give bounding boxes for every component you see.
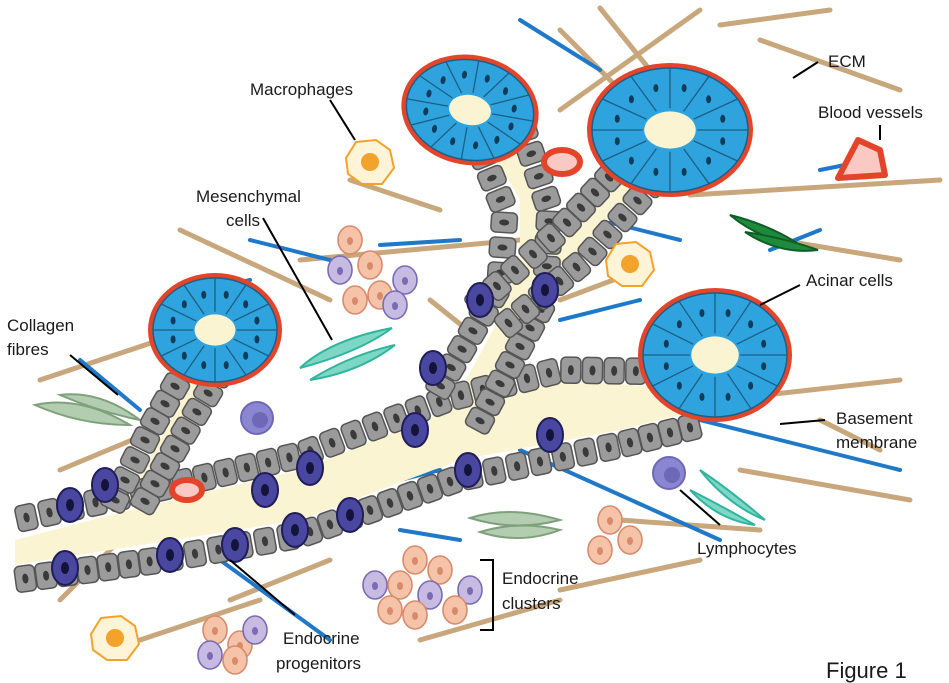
progenitor-cell — [402, 413, 428, 447]
label-endocrine-progenitors-line1: Endocrine — [283, 629, 360, 648]
progenitor-cell — [455, 453, 481, 487]
endocrine-cell — [403, 601, 427, 629]
label-lymphocytes: Lymphocytes — [697, 539, 797, 558]
endocrine-cell — [338, 226, 362, 254]
acinus — [148, 273, 282, 387]
duct-cell — [596, 433, 621, 463]
blood-vessel — [838, 140, 885, 178]
duct-cell — [76, 556, 99, 584]
endocrine-cell — [383, 291, 407, 319]
figure-label: Figure 1 — [826, 658, 907, 683]
progenitor-cell — [537, 418, 563, 452]
endocrine-cell — [343, 286, 367, 314]
label-mesenchymal-line2: cells — [226, 211, 260, 230]
endocrine-cell — [243, 616, 267, 644]
progenitor-cell — [92, 468, 118, 502]
label-basement-line2: membrane — [836, 433, 917, 452]
endocrine-cell — [403, 546, 427, 574]
endocrine-cell — [428, 556, 452, 584]
progenitor-cell — [297, 451, 323, 485]
progenitor-cell — [337, 498, 363, 532]
lymphocyte — [653, 457, 685, 489]
endocrine-cell — [358, 251, 382, 279]
progenitor-cell — [532, 273, 558, 307]
label-acinar-cells: Acinar cells — [806, 271, 893, 290]
progenitor-cell — [282, 513, 308, 547]
duct-cell — [582, 357, 602, 383]
fibroblast-cell — [470, 512, 560, 526]
label-endocrine-clusters-line1: Endocrine — [502, 569, 579, 588]
acinus — [638, 288, 792, 422]
duct-cell — [573, 437, 598, 467]
endocrine-cell — [393, 266, 417, 294]
endocrine-cell — [363, 571, 387, 599]
endocrine-cell — [598, 506, 622, 534]
duct-cell — [213, 458, 238, 488]
lymphocyte — [241, 402, 273, 434]
label-blood-vessels: Blood vessels — [818, 103, 923, 122]
duct-cell — [482, 456, 507, 486]
duct-cell — [14, 564, 37, 592]
duct-cell — [253, 527, 277, 556]
blood-vessel — [544, 150, 580, 174]
label-ecm: ECM — [828, 52, 866, 71]
duct-cell — [117, 550, 140, 578]
progenitor-cell — [420, 351, 446, 385]
duct-cell — [14, 503, 39, 533]
duct-cell — [505, 451, 530, 481]
endocrine-cell — [443, 596, 467, 624]
macrophage — [606, 242, 654, 286]
duct-cell — [531, 185, 562, 212]
green-cells — [730, 215, 818, 251]
endocrine-cell — [198, 641, 222, 669]
duct-cell — [183, 539, 207, 568]
endocrine-cell — [203, 616, 227, 644]
label-endocrine-progenitors-line2: progenitors — [276, 654, 361, 673]
endocrine-cell — [618, 526, 642, 554]
progenitor-cell — [222, 528, 248, 562]
progenitor-cell — [52, 551, 78, 585]
endocrine-cell — [328, 256, 352, 284]
label-macrophages: Macrophages — [250, 80, 353, 99]
label-mesenchymal-line1: Mesenchymal — [196, 187, 301, 206]
progenitor-cell — [467, 283, 493, 317]
duct-cell — [604, 358, 624, 384]
endocrine-cell — [388, 571, 412, 599]
duct-cell — [97, 553, 120, 581]
macrophage — [346, 140, 394, 184]
progenitor-cell — [57, 488, 83, 522]
duct-cell — [491, 212, 518, 234]
progenitor-cell — [157, 538, 183, 572]
fibroblast-cell — [480, 525, 560, 538]
endocrine-cell — [378, 596, 402, 624]
blood-vessel — [172, 480, 202, 500]
acinar-clusters — [148, 44, 792, 422]
label-endocrine-clusters-line2: clusters — [502, 594, 561, 613]
progenitor-cell — [252, 473, 278, 507]
label-basement-line1: Basement — [836, 409, 913, 428]
macrophage — [91, 616, 139, 660]
endocrine-cell — [588, 536, 612, 564]
duct-cell — [536, 358, 562, 388]
label-collagen-line1: Collagen — [7, 316, 74, 335]
duct-cell — [561, 357, 581, 383]
endocrine-cell — [223, 646, 247, 674]
duct-cell — [489, 237, 516, 259]
acinus — [587, 63, 753, 197]
label-collagen-line2: fibres — [7, 340, 49, 359]
